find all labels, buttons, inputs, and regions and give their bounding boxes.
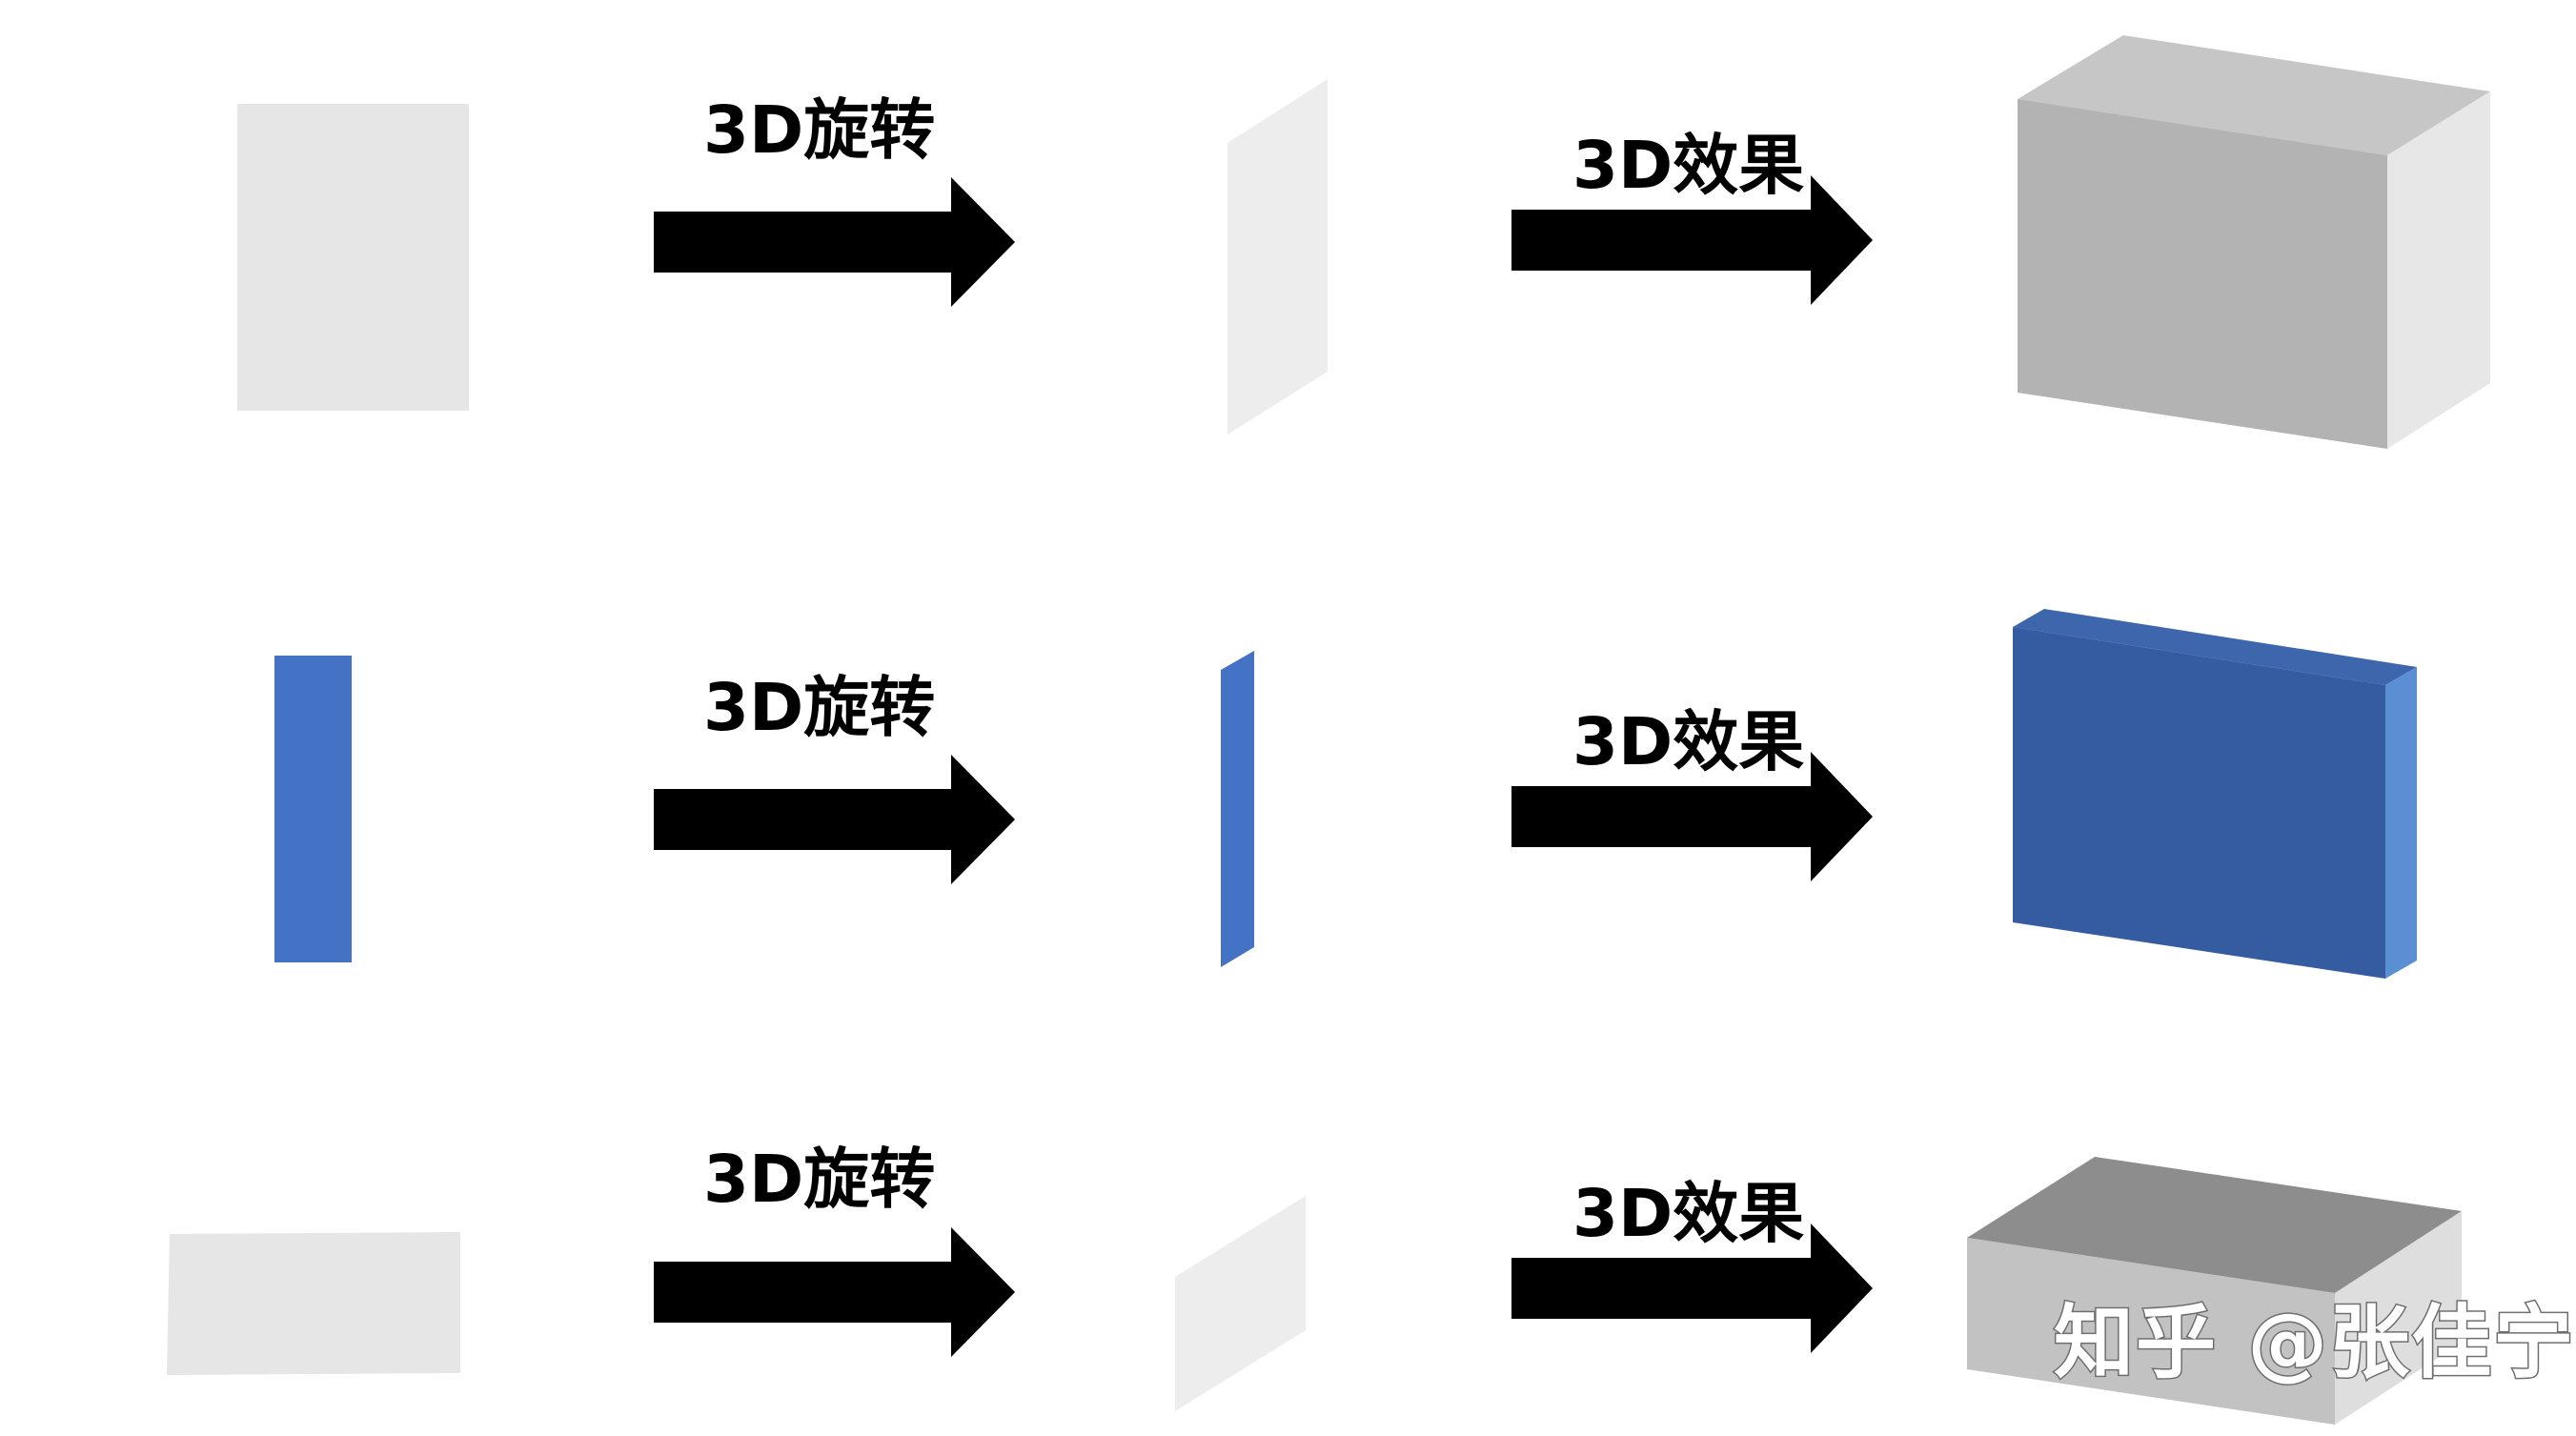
row-2-3d-box bbox=[2013, 609, 2417, 979]
row-1-rotate-arrow bbox=[654, 177, 1015, 307]
row-3-box-top-face bbox=[1967, 1157, 2462, 1293]
row-2-effect-arrow bbox=[1511, 752, 1873, 881]
row-1-box-top-face bbox=[2018, 35, 2490, 155]
row-1-rotate-label: 3D旋转 bbox=[703, 92, 935, 169]
row-2-box-side-face bbox=[2385, 667, 2417, 979]
row-1-effect-arrow bbox=[1511, 175, 1873, 305]
row-2-rotate-label: 3D旋转 bbox=[703, 670, 935, 746]
watermark-text: 知乎 @张佳宁 bbox=[2054, 1296, 2575, 1389]
row-2-box-front-face bbox=[2013, 627, 2385, 979]
row-2-rotated-shape bbox=[1221, 651, 1254, 967]
row-1-rotated-shape bbox=[1227, 79, 1328, 435]
row-3-rotate-arrow bbox=[654, 1227, 1015, 1357]
row-1-effect-label: 3D效果 bbox=[1572, 128, 1804, 204]
row-3-effect-arrow bbox=[1511, 1224, 1873, 1353]
row-1-box-side-face bbox=[2387, 91, 2490, 449]
row-1-3d-box bbox=[2018, 35, 2490, 449]
row-3-box-front-face bbox=[1967, 1238, 2335, 1425]
row-3-flat-shape bbox=[167, 1232, 460, 1375]
row-2: 3D旋转 3D效果 bbox=[274, 609, 2417, 979]
row-2-effect-label: 3D效果 bbox=[1572, 704, 1804, 780]
row-2-flat-shape bbox=[274, 656, 352, 962]
row-3: 3D旋转 3D效果 bbox=[167, 1142, 2462, 1425]
row-3-rotated-shape bbox=[1175, 1196, 1306, 1411]
row-3-box-side-face bbox=[2335, 1211, 2462, 1425]
row-3-effect-label: 3D效果 bbox=[1572, 1176, 1804, 1252]
row-2-box-top-face bbox=[2013, 609, 2417, 685]
row-3-rotate-label: 3D旋转 bbox=[703, 1142, 935, 1218]
row-3-3d-box bbox=[1967, 1157, 2462, 1425]
row-1: 3D旋转 3D效果 bbox=[237, 35, 2490, 449]
row-1-box-front-face bbox=[2018, 99, 2387, 449]
row-1-flat-shape bbox=[237, 104, 469, 411]
row-2-rotate-arrow bbox=[654, 755, 1015, 884]
